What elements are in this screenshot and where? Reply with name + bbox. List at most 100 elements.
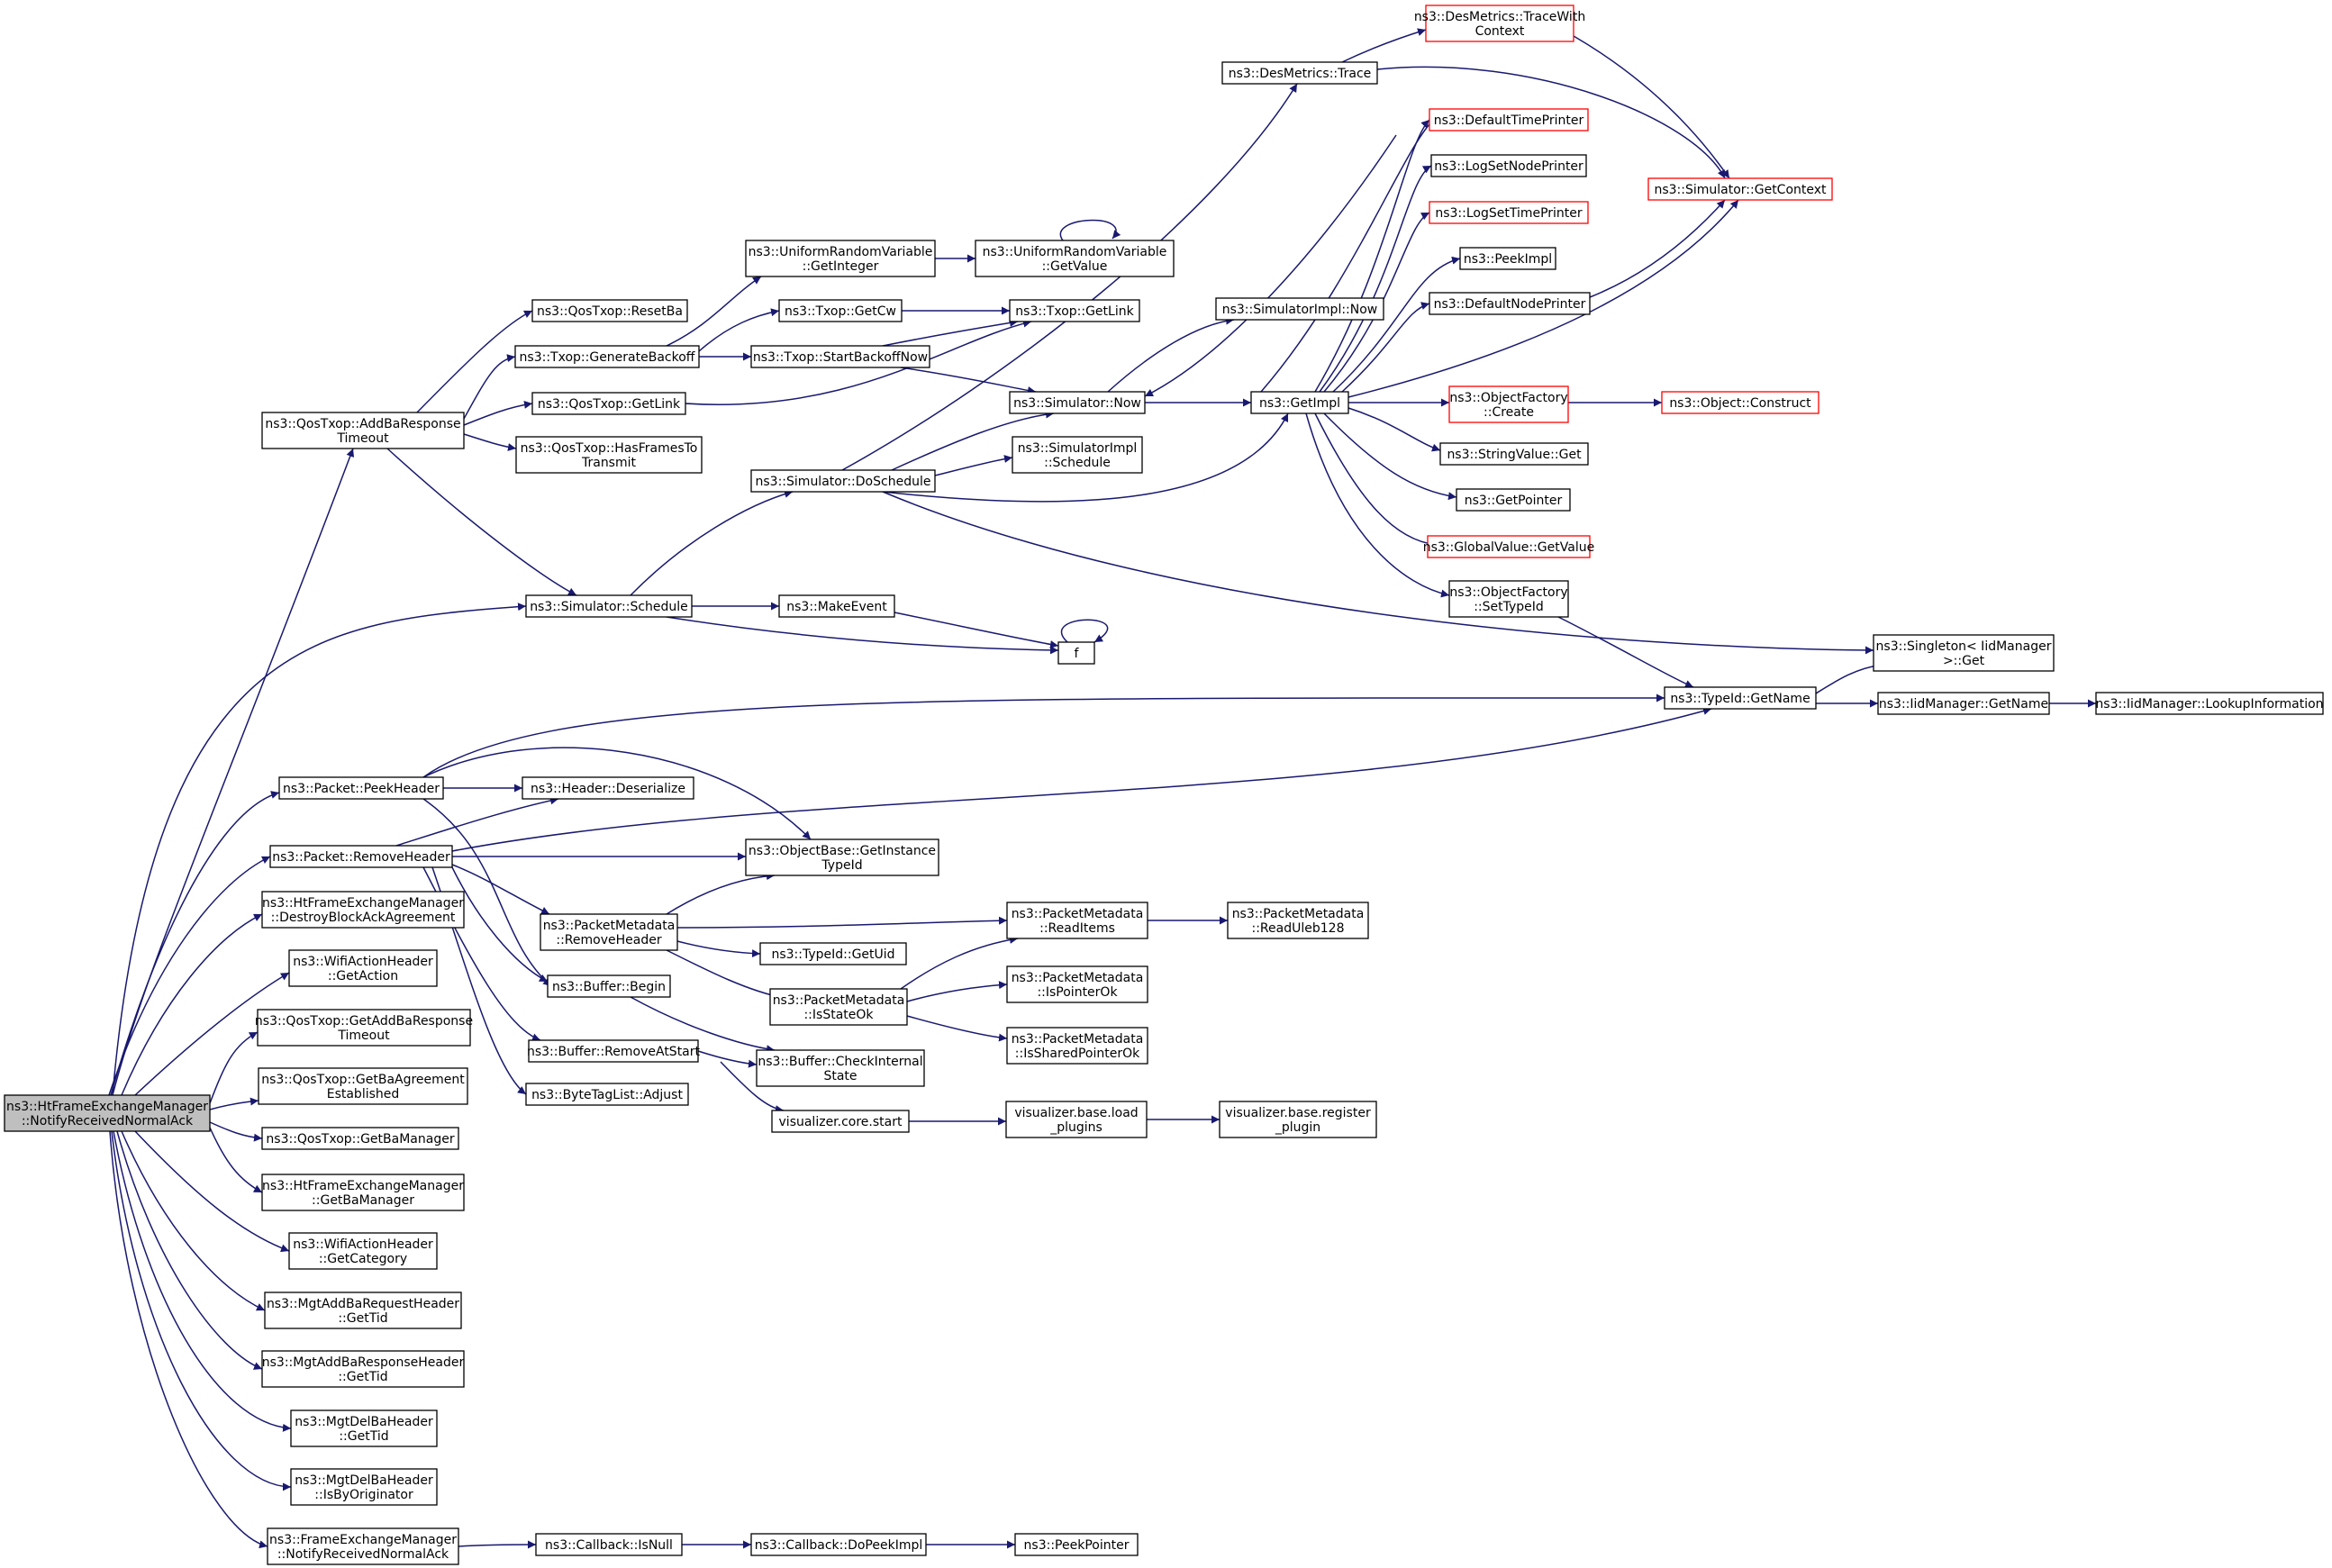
call-edge-simSchedule-to-f bbox=[666, 616, 1059, 655]
node-urvGetValue[interactable]: ns3::UniformRandomVariable::GetValue bbox=[975, 240, 1175, 277]
node-simImplNow[interactable]: ns3::SimulatorImpl::Now bbox=[1215, 297, 1384, 321]
node-feNotify[interactable]: ns3::FrameExchangeManager::NotifyReceive… bbox=[267, 1527, 459, 1565]
call-edge-pmRemoveHeader-to-typeIdGetUid bbox=[676, 940, 761, 958]
node-pmIsStateOk[interactable]: ns3::PacketMetadata::IsStateOk bbox=[769, 988, 908, 1026]
node-typeIdGetUid[interactable]: ns3::TypeId::GetUid bbox=[759, 942, 907, 965]
call-edge-root-to-removeHeader bbox=[108, 856, 271, 1096]
node-label: ns3::StringValue::Get bbox=[1447, 448, 1582, 462]
node-singletonGet[interactable]: ns3::Singleton< IidManager>::Get bbox=[1873, 634, 2055, 672]
node-mgtReqTid[interactable]: ns3::MgtAddBaRequestHeader::GetTid bbox=[264, 1292, 462, 1329]
node-bufBegin[interactable]: ns3::Buffer::Begin bbox=[547, 974, 671, 998]
node-box bbox=[1009, 299, 1140, 322]
node-box bbox=[1429, 108, 1589, 131]
node-vizCoreStart[interactable]: visualizer.core.start bbox=[771, 1110, 910, 1133]
node-simImplSchedule[interactable]: ns3::SimulatorImpl::Schedule bbox=[1012, 436, 1143, 474]
node-simGetContext[interactable]: ns3::Simulator::GetContext bbox=[1647, 177, 1833, 201]
node-destroyBA[interactable]: ns3::HtFrameExchangeManager::DestroyBloc… bbox=[261, 891, 465, 929]
node-cbDoPeek[interactable]: ns3::Callback::DoPeekImpl bbox=[750, 1533, 927, 1556]
call-edge-qosGetLink-to-txopGetLink bbox=[685, 319, 1032, 405]
node-objConstruct[interactable]: ns3::Object::Construct bbox=[1661, 391, 1819, 414]
call-edge-getImpl-to-objFactSetTid bbox=[1305, 412, 1450, 598]
node-wifiGetCat[interactable]: ns3::WifiActionHeader::GetCategory bbox=[288, 1232, 438, 1270]
node-pmIsPtrOk[interactable]: ns3::PacketMetadata::IsPointerOk bbox=[1006, 965, 1148, 1003]
node-txopGetLink[interactable]: ns3::Txop::GetLink bbox=[1009, 299, 1140, 322]
node-label: ::Schedule bbox=[1044, 456, 1111, 470]
node-label: Timeout bbox=[336, 431, 389, 446]
node-bufRemoveAtStart[interactable]: ns3::Buffer::RemoveAtStart bbox=[527, 1039, 701, 1063]
node-label: ::ReadUleb128 bbox=[1252, 921, 1345, 936]
node-urvGetInt[interactable]: ns3::UniformRandomVariable::GetInteger bbox=[745, 240, 936, 277]
node-objFactCreate[interactable]: ns3::ObjectFactory::Create bbox=[1448, 385, 1569, 423]
call-edge-getImpl-to-strValGet bbox=[1347, 407, 1441, 452]
node-getPointer[interactable]: ns3::GetPointer bbox=[1456, 488, 1571, 512]
node-box bbox=[1429, 201, 1589, 224]
node-genBackoff[interactable]: ns3::Txop::GenerateBackoff bbox=[514, 345, 700, 368]
node-peekHeader[interactable]: ns3::Packet::PeekHeader bbox=[278, 776, 444, 800]
node-logSetTime[interactable]: ns3::LogSetTimePrinter bbox=[1429, 201, 1589, 224]
node-globalGetValue[interactable]: ns3::GlobalValue::GetValue bbox=[1423, 535, 1594, 558]
node-strValGet[interactable]: ns3::StringValue::Get bbox=[1439, 442, 1589, 466]
node-qosGetBaMgr[interactable]: ns3::QosTxop::GetBaManager bbox=[261, 1127, 459, 1150]
node-label: f bbox=[1075, 647, 1080, 661]
node-pmReadUleb[interactable]: ns3::PacketMetadata::ReadUleb128 bbox=[1227, 902, 1369, 939]
node-htGetBaMgr[interactable]: ns3::HtFrameExchangeManager::GetBaManage… bbox=[261, 1174, 465, 1211]
node-txopGetCw[interactable]: ns3::Txop::GetCw bbox=[778, 299, 903, 322]
node-pmReadItems[interactable]: ns3::PacketMetadata::ReadItems bbox=[1006, 902, 1148, 939]
node-txopStartBackoff[interactable]: ns3::Txop::StartBackoffNow bbox=[750, 345, 930, 368]
node-label: ns3::DesMetrics::Trace bbox=[1229, 67, 1372, 81]
node-pmIsSharedPtrOk[interactable]: ns3::PacketMetadata::IsSharedPointerOk bbox=[1006, 1027, 1148, 1065]
node-label: ns3::Object::Construct bbox=[1669, 396, 1811, 411]
node-removeHeader[interactable]: ns3::Packet::RemoveHeader bbox=[269, 845, 453, 868]
node-mgtDelTid[interactable]: ns3::MgtDelBaHeader::GetTid bbox=[290, 1409, 438, 1447]
node-defTimePrinter[interactable]: ns3::DefaultTimePrinter bbox=[1429, 108, 1589, 131]
node-defNodePrinter[interactable]: ns3::DefaultNodePrinter bbox=[1429, 292, 1591, 315]
node-peekPointer[interactable]: ns3::PeekPointer bbox=[1014, 1533, 1139, 1556]
node-objFactSetTid[interactable]: ns3::ObjectFactory::SetTypeId bbox=[1448, 580, 1569, 618]
call-edge-getImpl-to-getPointer bbox=[1323, 412, 1457, 501]
node-box bbox=[261, 1350, 465, 1388]
node-label: ns3::Buffer::CheckInternal bbox=[758, 1055, 922, 1069]
call-edge-peekHeader-to-typeIdGetName bbox=[422, 693, 1665, 778]
node-simNow[interactable]: ns3::Simulator::Now bbox=[1009, 391, 1146, 414]
node-iidLookup[interactable]: ns3::IidManager::LookupInformation bbox=[2095, 692, 2324, 715]
node-typeIdGetName[interactable]: ns3::TypeId::GetName bbox=[1664, 686, 1817, 710]
node-label: _plugin bbox=[1275, 1120, 1320, 1135]
node-simDoSchedule[interactable]: ns3::Simulator::DoSchedule bbox=[750, 469, 936, 493]
call-edge-root-to-feNotify bbox=[109, 1130, 268, 1549]
node-label: Transmit bbox=[581, 456, 637, 470]
node-label: ns3::Txop::GetCw bbox=[785, 304, 896, 319]
node-simSchedule[interactable]: ns3::Simulator::Schedule bbox=[525, 594, 693, 618]
node-mgtDelOrig[interactable]: ns3::MgtDelBaHeader::IsByOriginator bbox=[290, 1468, 438, 1506]
node-wifiGetAction[interactable]: ns3::WifiActionHeader::GetAction bbox=[288, 949, 438, 987]
node-root[interactable]: ns3::HtFrameExchangeManager::NotifyRecei… bbox=[4, 1094, 211, 1132]
node-cbIsNull[interactable]: ns3::Callback::IsNull bbox=[535, 1533, 683, 1556]
node-label: ::GetValue bbox=[1042, 259, 1108, 274]
node-label: ns3::QosTxop::HasFramesTo bbox=[521, 441, 698, 456]
node-peekImpl[interactable]: ns3::PeekImpl bbox=[1459, 247, 1556, 270]
node-f[interactable]: f bbox=[1057, 641, 1095, 665]
node-vizLoadPlugins[interactable]: visualizer.base.load_plugins bbox=[1005, 1101, 1148, 1138]
node-qosGetLink[interactable]: ns3::QosTxop::GetLink bbox=[531, 392, 686, 415]
node-label: ns3::PacketMetadata bbox=[1012, 1032, 1144, 1047]
node-logSetNode[interactable]: ns3::LogSetNodePrinter bbox=[1430, 154, 1587, 177]
call-edge-desTraceCtx-to-simGetContext bbox=[1573, 35, 1730, 179]
node-pmRemoveHeader[interactable]: ns3::PacketMetadata::RemoveHeader bbox=[540, 913, 678, 951]
node-getImpl[interactable]: ns3::GetImpl bbox=[1250, 391, 1349, 414]
node-makeEvent[interactable]: ns3::MakeEvent bbox=[778, 594, 895, 618]
node-resetBa[interactable]: ns3::QosTxop::ResetBa bbox=[531, 299, 688, 322]
call-edge-pmIsStateOk-to-pmIsPtrOk bbox=[906, 981, 1008, 1002]
node-label: visualizer.base.load bbox=[1014, 1106, 1138, 1120]
node-iidGetName[interactable]: ns3::IidManager::GetName bbox=[1877, 692, 2050, 715]
node-headerDeser[interactable]: ns3::Header::Deserialize bbox=[522, 776, 694, 800]
node-mgtRespTid[interactable]: ns3::MgtAddBaResponseHeader::GetTid bbox=[261, 1350, 465, 1388]
node-byteTagAdjust[interactable]: ns3::ByteTagList::Adjust bbox=[525, 1083, 689, 1106]
node-desTrace[interactable]: ns3::DesMetrics::Trace bbox=[1221, 61, 1378, 85]
node-vizRegPlugin[interactable]: visualizer.base.register_plugin bbox=[1219, 1101, 1377, 1138]
